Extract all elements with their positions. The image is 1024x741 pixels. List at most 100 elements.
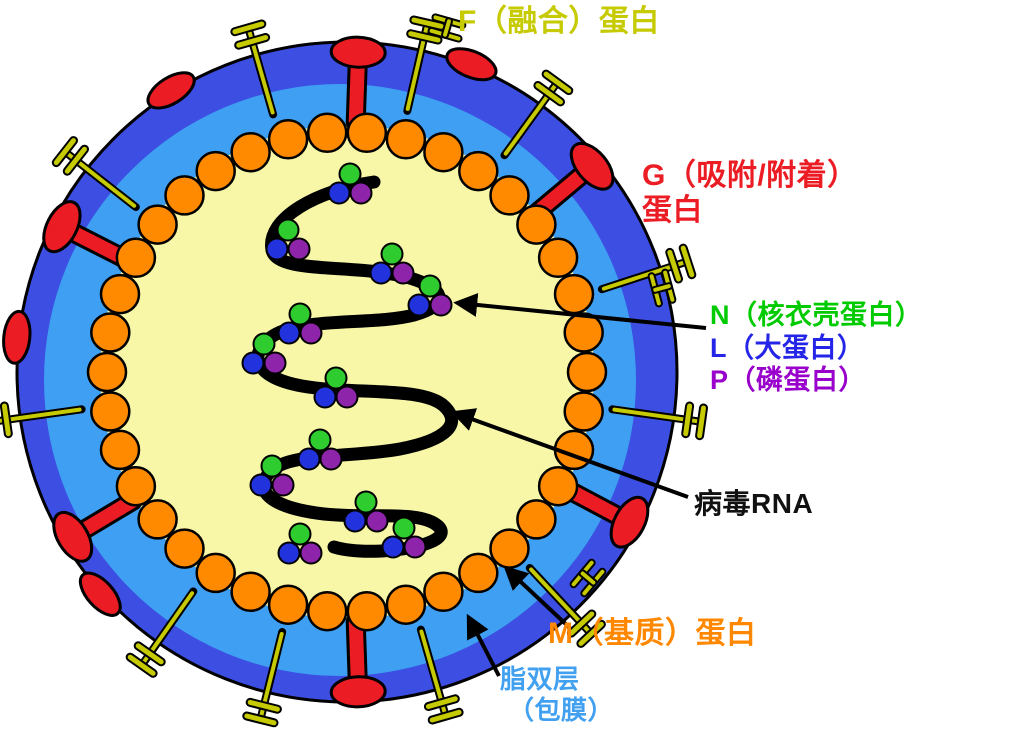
l-protein-bead <box>241 351 265 375</box>
rnp-cluster <box>241 332 287 375</box>
n-protein-bead <box>288 522 312 546</box>
f-protein-fragment <box>647 268 677 308</box>
matrix-protein-bead <box>516 499 557 540</box>
label-l-protein: L（大蛋白） <box>710 333 865 363</box>
label-lipid-bilayer-line1: 脂双层 <box>500 664 580 694</box>
matrix-protein-bead <box>537 237 579 279</box>
p-protein-bead <box>349 181 373 205</box>
f-protein-spike <box>597 243 697 294</box>
p-protein-bead <box>429 293 453 317</box>
matrix-protein-bead <box>267 119 309 160</box>
matrix-protein-bead <box>115 237 157 279</box>
matrix-protein-bead <box>423 571 464 613</box>
l-protein-bead <box>407 293 431 317</box>
l-protein-bead <box>249 473 273 497</box>
g-protein-spike-layer <box>2 35 650 709</box>
n-protein-bead <box>308 428 332 452</box>
p-protein-bead <box>319 447 343 471</box>
f-protein-spike <box>525 564 606 648</box>
l-protein-bead <box>343 509 367 533</box>
g-protein-sideview <box>445 47 498 82</box>
label-g-protein-line2: 蛋白 <box>642 194 703 228</box>
rnp-cluster <box>297 428 343 471</box>
matrix-protein-bead <box>563 312 604 353</box>
l-protein-bead <box>277 541 301 565</box>
matrix-protein-bead <box>115 465 157 507</box>
f-protein-spike <box>500 69 574 160</box>
matrix-protein-bead <box>195 150 236 192</box>
rnp-cluster-layer <box>241 162 453 565</box>
g-protein-spike <box>42 200 135 269</box>
label-g-protein-line1: G（吸附/附着） <box>642 159 858 192</box>
rnp-cluster <box>265 218 311 261</box>
matrix-protein-bead <box>306 112 348 154</box>
p-protein-bead <box>271 473 295 497</box>
rnp-cluster <box>369 242 415 285</box>
label-lipid-bilayer-line2: （包膜） <box>508 694 615 725</box>
f-protein-spike <box>403 15 446 115</box>
matrix-protein-bead <box>306 590 348 632</box>
f-protein-spike <box>0 401 86 439</box>
p-protein-bead <box>299 541 323 565</box>
n-protein-bead <box>338 162 362 186</box>
l-protein-bead <box>277 321 301 345</box>
rnp-cluster <box>277 522 323 565</box>
matrix-protein-bead <box>385 119 427 160</box>
p-protein-bead <box>365 509 389 533</box>
label-p-protein: P（磷蛋白） <box>710 365 867 395</box>
matrix-protein-bead <box>346 112 388 154</box>
f-protein-spike <box>125 587 198 678</box>
g-protein-spike <box>329 611 387 709</box>
rnp-cluster <box>327 162 373 205</box>
annotation-arrows <box>450 292 707 677</box>
matrix-protein-bead <box>195 552 236 594</box>
p-protein-bead <box>403 535 427 559</box>
matrix-protein-bead <box>423 131 464 173</box>
matrix-protein-bead <box>86 351 128 393</box>
f-protein-spike-layer <box>0 13 708 728</box>
p-protein-bead <box>263 351 287 375</box>
g-protein-spike <box>329 35 387 133</box>
arrow-to-nlp-cluster <box>453 292 707 330</box>
arrow-to-viral-rna <box>450 408 689 499</box>
n-protein-bead <box>392 516 416 540</box>
matrix-protein-bead <box>563 391 604 432</box>
l-protein-bead <box>265 237 289 261</box>
n-protein-bead <box>380 242 404 266</box>
label-m-protein: M（基质）蛋白 <box>548 617 757 650</box>
virion-interior <box>100 125 594 619</box>
matrix-protein-bead <box>458 150 499 192</box>
p-protein-bead <box>299 321 323 345</box>
matrix-protein-ring <box>86 112 608 632</box>
matrix-protein-bead <box>566 351 608 393</box>
label-g-protein: G（吸附/附着） 蛋白 <box>642 158 858 229</box>
label-lipid-bilayer: 脂双层 （包膜） <box>500 664 614 725</box>
matrix-protein-bead <box>137 204 178 245</box>
rnp-cluster <box>343 490 389 533</box>
n-protein-bead <box>418 274 442 298</box>
f-protein-fragment <box>427 13 467 43</box>
matrix-protein-bead <box>90 312 131 353</box>
n-protein-bead <box>288 302 312 326</box>
matrix-protein-bead <box>267 584 309 625</box>
l-protein-bead <box>369 261 393 285</box>
matrix-protein-bead <box>489 175 530 216</box>
p-protein-bead <box>391 261 415 285</box>
g-protein-spike <box>52 490 143 563</box>
f-protein-spike <box>51 136 140 211</box>
label-n-protein: N（核衣壳蛋白） <box>710 300 923 330</box>
f-protein-spike <box>416 625 464 725</box>
l-protein-bead <box>381 535 405 559</box>
f-protein-fragment <box>569 558 607 598</box>
g-protein-sideview <box>78 571 122 617</box>
label-viral-rna: 病毒RNA <box>694 488 814 519</box>
rnp-cluster <box>381 516 427 559</box>
matrix-protein-bead <box>164 528 205 569</box>
arrow-to-lipid-bilayer <box>466 613 501 677</box>
f-protein-spike <box>230 19 278 119</box>
matrix-protein-bead <box>385 584 427 625</box>
matrix-protein-bead <box>164 175 205 216</box>
p-protein-bead <box>287 237 311 261</box>
